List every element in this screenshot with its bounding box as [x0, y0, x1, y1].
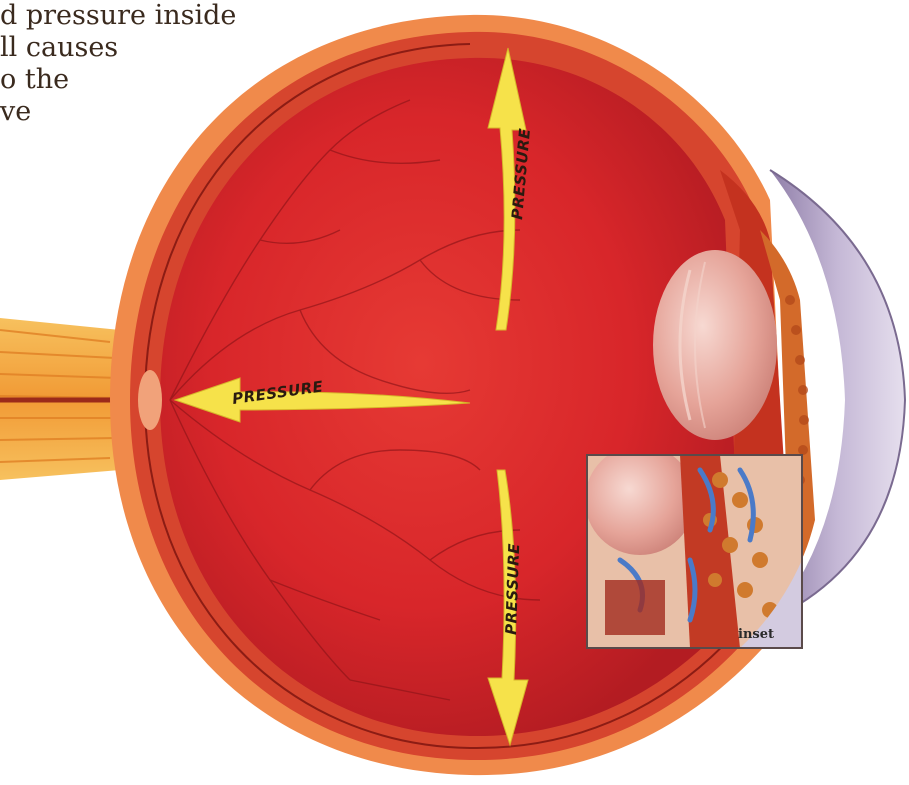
- lens: [653, 250, 777, 440]
- caption-line-2: ll causes: [0, 32, 236, 64]
- inset-box: inset: [585, 445, 802, 648]
- caption-line-1: d pressure inside: [0, 0, 236, 32]
- inset-label: inset: [738, 627, 774, 642]
- caption-line-3: o the: [0, 64, 236, 96]
- optic-disc: [138, 370, 162, 430]
- caption-line-4: ve: [0, 96, 236, 128]
- caption-text: d pressure inside ll causes o the ve: [0, 0, 236, 128]
- pressure-label-down: PRESSURE: [502, 542, 523, 635]
